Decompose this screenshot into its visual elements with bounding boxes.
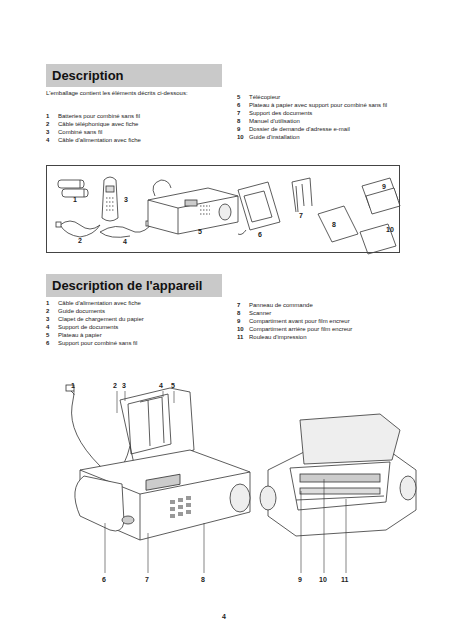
- callout-number: 9: [298, 576, 302, 584]
- callout-number: 2: [78, 237, 82, 245]
- list-item: Batteries pour combiné sans fil: [58, 113, 140, 120]
- list-item: Clapet de chargement du papier: [58, 316, 144, 323]
- callout-number: 8: [201, 576, 205, 584]
- list-item: Compartiment arrière pour film encreur: [249, 326, 352, 333]
- list-item: Câble d'alimentation avec fiche: [58, 300, 141, 307]
- list-item: Plateau à papier: [58, 332, 102, 339]
- list-item: Guide documents: [58, 308, 105, 315]
- section-heading: Description: [52, 68, 124, 83]
- list-item: Scanner: [249, 310, 271, 317]
- list-number: 3: [46, 316, 49, 323]
- callout-number: 10: [319, 576, 327, 584]
- list-item: Télécopieur: [249, 94, 280, 101]
- list-item: Compartiment avant pour film encreur: [249, 318, 350, 325]
- list-number: 6: [237, 102, 240, 109]
- page-number: 4: [222, 613, 226, 621]
- open-fax-device: [260, 414, 416, 536]
- batteries: [58, 180, 88, 197]
- callout-number: 3: [122, 382, 126, 390]
- list-number: 10: [237, 134, 244, 141]
- list-item: Support de documents: [58, 324, 118, 331]
- list-number: 1: [46, 113, 49, 120]
- power-cable: [100, 221, 152, 237]
- list-number: 2: [46, 121, 49, 128]
- callout-number: 4: [123, 238, 127, 246]
- list-number: 4: [46, 324, 49, 331]
- list-item: Panneau de commande: [249, 302, 313, 309]
- document-support: [292, 178, 312, 212]
- intro-text: L'emballage contient les éléments décrit…: [46, 90, 188, 97]
- list-number: 10: [237, 326, 244, 333]
- leader-lines: [74, 391, 346, 573]
- fax-machine: [148, 180, 238, 234]
- callout-number: 5: [171, 382, 175, 390]
- list-number: 1: [46, 300, 49, 307]
- list-number: 7: [237, 110, 240, 117]
- phone-cable: [56, 221, 100, 237]
- list-item: Support des documents: [249, 110, 312, 117]
- list-number: 2: [46, 308, 49, 315]
- list-number: 4: [46, 137, 49, 144]
- list-number: 5: [46, 332, 49, 339]
- list-item: Rouleau d'impression: [249, 334, 307, 341]
- contents-frame: 1 3 2 4 5 6 7 8 9 10: [46, 165, 400, 253]
- callout-number: 7: [299, 212, 303, 220]
- list-item: Dossier de demande d'adresse e-mail: [249, 126, 350, 133]
- callout-number: 1: [71, 382, 75, 390]
- callout-number: 2: [113, 382, 117, 390]
- callout-number: 11: [341, 576, 348, 584]
- paper-tray: [238, 182, 280, 235]
- callout-number: 6: [102, 576, 106, 584]
- handset: [102, 177, 118, 221]
- list-number: 3: [46, 129, 49, 136]
- callout-number: 8: [332, 221, 336, 229]
- callout-number: 5: [198, 228, 202, 236]
- list-item: Câble d'alimentation avec fiche: [58, 137, 141, 144]
- list-item: Guide d'installation: [249, 134, 300, 141]
- list-number: 7: [237, 302, 240, 309]
- list-number: 9: [237, 318, 240, 325]
- callout-number: 3: [124, 196, 128, 204]
- fax-device: [66, 385, 250, 540]
- callout-number: 10: [386, 226, 394, 234]
- callout-number: 6: [258, 231, 262, 239]
- list-number: 6: [46, 340, 49, 347]
- callout-number: 4: [159, 382, 163, 390]
- section-heading: Description de l'appareil: [52, 278, 202, 293]
- list-item: Support pour combiné sans fil: [58, 340, 137, 347]
- section-band: Description de l'appareil: [46, 274, 222, 297]
- manuals: [318, 178, 400, 254]
- callout-number: 1: [73, 196, 77, 204]
- list-item: Plateau à papier avec support pour combi…: [249, 102, 387, 109]
- list-number: 8: [237, 118, 240, 125]
- list-item: Manuel d'utilisation: [249, 118, 300, 125]
- list-item: Combiné sans fil: [58, 129, 102, 136]
- list-number: 5: [237, 94, 240, 101]
- list-number: 9: [237, 126, 240, 133]
- callout-number: 9: [382, 183, 386, 191]
- list-number: 11: [237, 334, 243, 341]
- list-number: 8: [237, 310, 240, 317]
- section-band: Description: [46, 64, 222, 87]
- list-item: Câble téléphonique avec fiche: [58, 121, 138, 128]
- callout-number: 7: [145, 576, 149, 584]
